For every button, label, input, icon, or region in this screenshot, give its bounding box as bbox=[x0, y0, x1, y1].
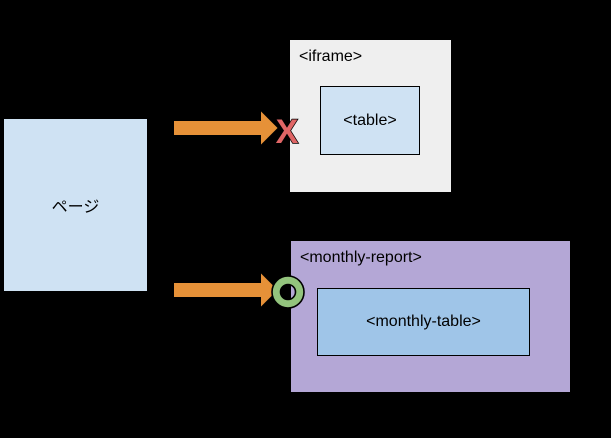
svg-text:X: X bbox=[276, 113, 299, 150]
allowed-circle-icon bbox=[270, 274, 306, 310]
arrow-to-iframe-icon bbox=[170, 106, 282, 150]
monthly-table-box: <monthly-table> bbox=[317, 288, 530, 356]
page-box: ページ bbox=[3, 118, 148, 292]
blocked-x-icon: X bbox=[268, 112, 306, 152]
monthly-table-label: <monthly-table> bbox=[366, 313, 481, 330]
arrow-to-monthly-report-icon bbox=[170, 268, 282, 312]
page-box-label: ページ bbox=[51, 199, 100, 216]
table-box: <table> bbox=[320, 86, 420, 155]
monthly-report-label: <monthly-report> bbox=[300, 249, 422, 266]
table-label: <table> bbox=[343, 111, 397, 129]
iframe-label: <iframe> bbox=[299, 48, 363, 65]
